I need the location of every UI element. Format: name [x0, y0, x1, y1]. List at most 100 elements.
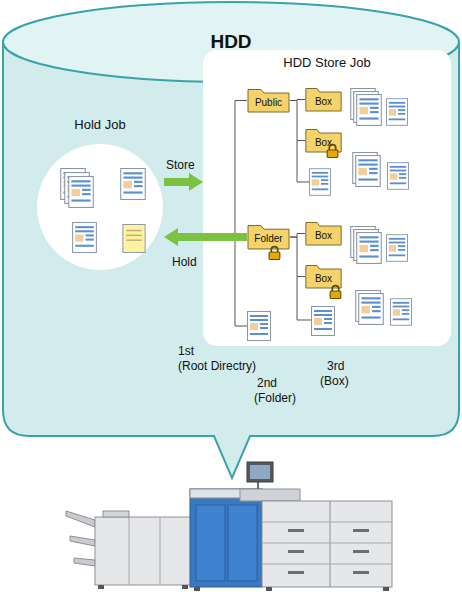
node-text: Folder: [247, 233, 290, 245]
job-panel: HDD Store JobPublicBoxBoxFolderBoxBox: [203, 50, 451, 346]
node-text: Box: [305, 273, 342, 285]
tree-connector: [290, 101, 305, 141]
branch-line: [235, 237, 247, 238]
branch-line: [297, 141, 298, 183]
lock-icon: [327, 145, 338, 158]
box-folder-icon: Box: [305, 87, 342, 112]
output-tray: [70, 536, 95, 546]
arrow-label: Store: [166, 158, 195, 172]
main-top: [190, 489, 262, 498]
lock-icon: [330, 286, 341, 299]
cylinder-body: [3, 42, 459, 478]
scanner-unit: [240, 489, 300, 501]
panel-seam: [160, 517, 161, 585]
paper-feed-unit: [262, 501, 392, 587]
document-icon: [309, 169, 330, 196]
front-door: [228, 505, 257, 581]
document-icon: [359, 294, 384, 325]
arrow-label: Hold: [172, 255, 197, 269]
tree-connector: [290, 234, 305, 238]
document-icon: [123, 224, 145, 252]
caster: [194, 587, 200, 591]
lock-icons: [269, 145, 341, 299]
folder-outline: [306, 223, 341, 246]
monitor-screen: [250, 465, 270, 479]
branch-line: [235, 326, 247, 327]
document-icon: [61, 169, 86, 200]
top-tray: [103, 511, 129, 517]
tree-connector: [290, 100, 305, 101]
job-circle: Hold Job: [36, 117, 164, 271]
main-body: [190, 489, 262, 587]
panel-seam: [129, 517, 130, 585]
document-icon: [386, 235, 407, 262]
drawer-handle: [288, 571, 304, 574]
document-icon: [73, 223, 97, 253]
drawer-handle: [353, 550, 369, 553]
level-label: (Box): [320, 374, 349, 388]
output-tray: [66, 511, 95, 527]
drawer-handle: [288, 550, 304, 553]
drawer-line: [262, 564, 392, 565]
document-icon: [312, 307, 335, 336]
folder-icon: Folder: [247, 224, 290, 250]
node-text: Box: [305, 137, 342, 149]
document-icon: [248, 312, 271, 341]
document-icon: [357, 233, 382, 264]
level-label: 3rd: [327, 359, 344, 373]
lock-icon: [269, 247, 280, 260]
branch-line: [297, 320, 311, 321]
node-text: Hold Job: [36, 117, 164, 133]
node-text: Box: [305, 96, 342, 108]
drawer-handle: [288, 529, 304, 532]
document-icon: [356, 156, 381, 187]
folder-outline: [306, 89, 341, 112]
document-icon: [351, 89, 376, 120]
root-branch-line: [235, 101, 236, 327]
tree-connector: [290, 237, 305, 277]
document-icon: [357, 95, 382, 126]
folder-icon: Public: [247, 88, 290, 113]
job-circle-fill: [37, 144, 163, 270]
document-icon: [354, 92, 379, 123]
node-text: Box: [305, 230, 342, 242]
box-folder-icon: Box: [305, 128, 342, 153]
drawer-line: [262, 522, 392, 523]
document-icon: [353, 153, 378, 184]
node-text: Public: [247, 97, 290, 109]
printer-illustration: [66, 462, 392, 591]
caster: [383, 587, 389, 591]
document-icons: [61, 89, 412, 341]
transfer-arrow: [164, 178, 189, 186]
drawer-line: [262, 543, 392, 544]
folder-outline: [306, 266, 341, 289]
document-icon: [121, 169, 146, 200]
box-folder-icon: Box: [305, 221, 342, 246]
caster: [98, 585, 104, 589]
document-icon: [65, 173, 90, 204]
document-icon: [390, 299, 411, 326]
drawer-handle: [353, 529, 369, 532]
caster: [266, 587, 272, 591]
transfer-arrow: [178, 233, 247, 241]
branch-line: [297, 182, 309, 183]
level-label: (Folder): [254, 391, 296, 405]
finisher-unit: [95, 517, 191, 585]
monitor-arm: [257, 476, 259, 489]
connector-group: [164, 100, 305, 277]
tree-lines: [235, 101, 311, 327]
drawer-handle: [353, 571, 369, 574]
box-folder-icon: Box: [305, 264, 342, 289]
folder-outline: [248, 90, 289, 113]
caster: [182, 585, 188, 589]
folder-outline: [248, 226, 289, 249]
document-icon: [386, 99, 407, 126]
level-label: (Root Directry): [178, 359, 256, 373]
document-icon: [351, 227, 376, 258]
circle-shape: [36, 117, 164, 271]
